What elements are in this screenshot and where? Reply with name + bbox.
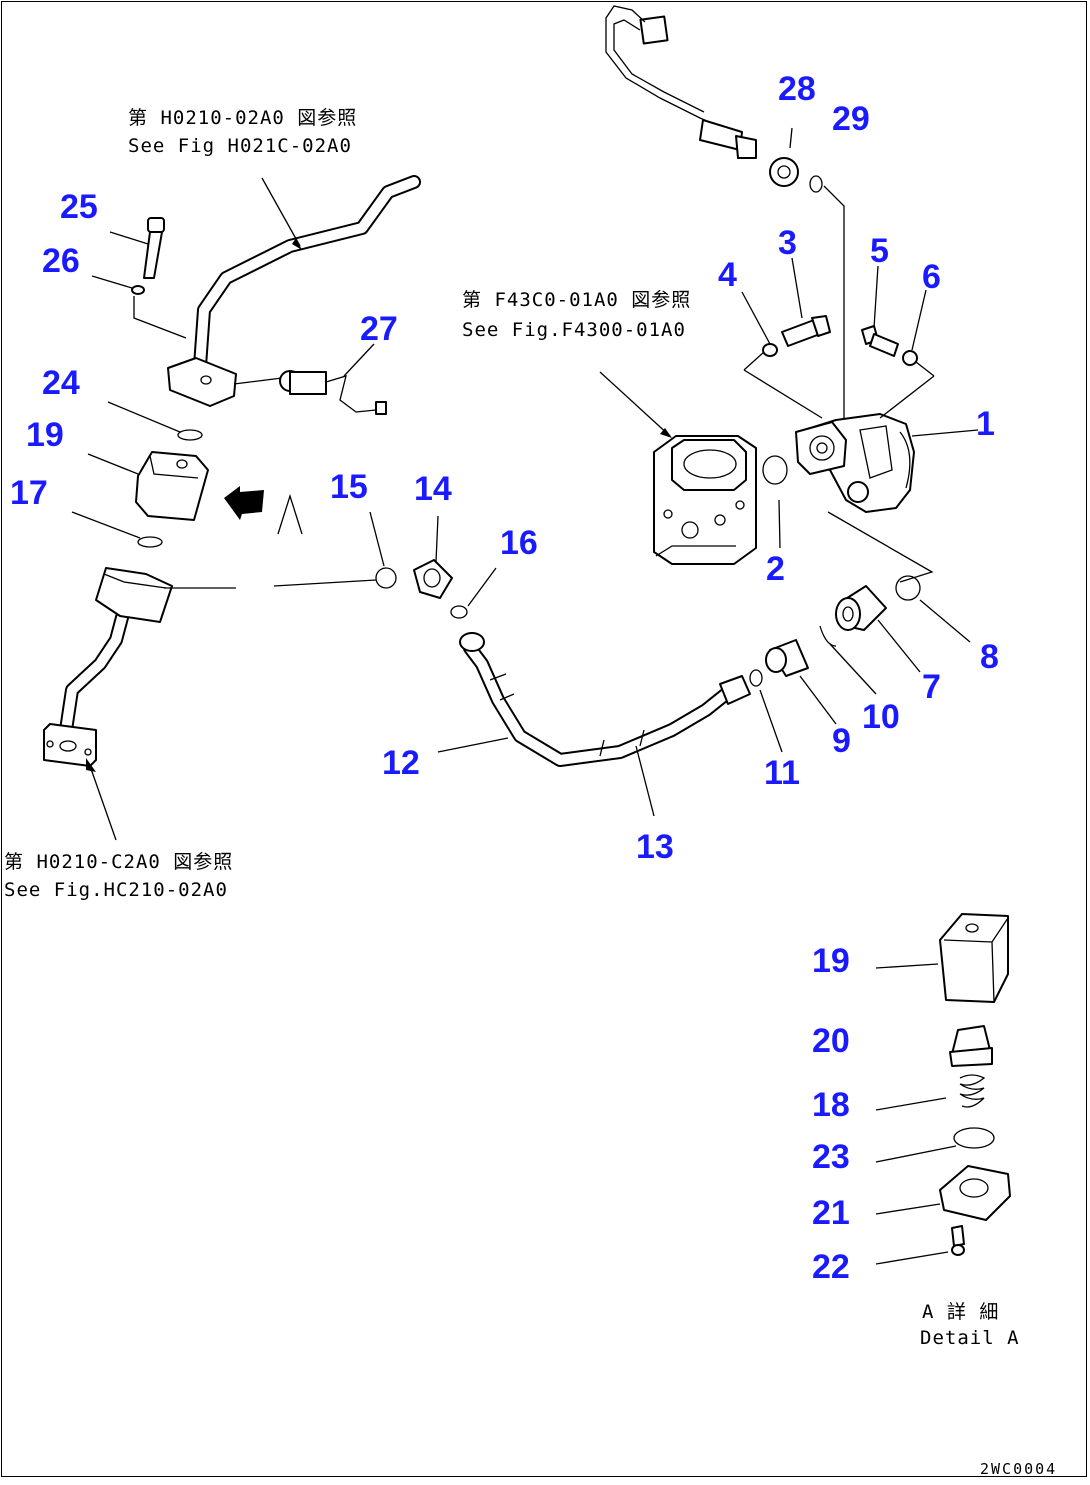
callout-6: 6	[922, 258, 941, 296]
callout-18: 18	[812, 1086, 850, 1124]
detail-label-jp: A 詳 細	[922, 1301, 999, 1323]
leader-center-ref	[599, 371, 671, 437]
leader-8	[827, 511, 934, 583]
part-9-fitting	[765, 639, 809, 677]
part-7-connector	[835, 585, 887, 631]
part-15-o-ring	[375, 567, 397, 589]
view-a-marker	[277, 493, 303, 535]
callout-13: 13	[636, 828, 674, 866]
leader-1	[911, 429, 979, 437]
detail-part-22-bolt	[951, 1225, 965, 1256]
callout-16: 16	[500, 524, 538, 562]
callout-numbers: 1 2 3 4 5 6 7 8 9 10 11 12 13 14 15 16 1…	[10, 70, 999, 1286]
part-14-fitting	[413, 559, 453, 599]
part-1-valve	[795, 413, 915, 513]
part-27-sensor	[233, 370, 387, 415]
callout-8: 8	[980, 638, 999, 676]
callout-22: 22	[812, 1248, 850, 1286]
callout-26: 26	[42, 242, 80, 280]
part-29-o-ring	[809, 175, 823, 193]
callout-3: 3	[778, 224, 797, 262]
ref-center-en: See Fig.F4300-01A0	[462, 319, 686, 341]
part-10-o-ring	[819, 625, 837, 647]
callout-24: 24	[42, 364, 80, 402]
ref-bottom-left-en: See Fig.HC210-02A0	[4, 879, 228, 901]
ref-center-jp: 第 F43C0-01A0 図参照	[462, 289, 691, 311]
part-8-o-ring	[895, 575, 921, 601]
callout-20: 20	[812, 1022, 850, 1060]
valve-block	[653, 435, 757, 565]
detail-label-en: Detail A	[920, 1327, 1020, 1349]
callout-29: 29	[832, 100, 870, 138]
part-24-gasket	[107, 401, 203, 441]
detail-part-20-spool	[949, 1025, 993, 1067]
callout-1: 1	[976, 405, 995, 443]
drawing-code: 2WC0004	[980, 1460, 1057, 1478]
callout-10: 10	[862, 698, 900, 736]
lower-left-pipe	[43, 567, 173, 767]
detail-part-18-spring	[959, 1074, 986, 1108]
detail-part-23-o-ring	[953, 1127, 995, 1149]
view-direction-arrow	[224, 486, 264, 520]
part-16-o-ring	[450, 605, 468, 619]
upper-left-pipe	[167, 175, 421, 407]
part-2-o-ring	[762, 455, 788, 485]
leader-bottom-left-ref	[89, 765, 117, 841]
callout-21: 21	[812, 1194, 850, 1232]
ref-bottom-left-jp: 第 H0210-C2A0 図参照	[4, 851, 233, 873]
part-28-nut	[769, 157, 799, 187]
callout-14: 14	[414, 470, 452, 508]
part-3-bolt	[781, 315, 831, 347]
callout-15: 15	[330, 468, 368, 506]
part-12-13-hose	[459, 632, 751, 767]
ref-top-left-en: See Fig H021C-02A0	[128, 135, 352, 157]
part-25-bolt	[143, 217, 165, 279]
detail-part-21-cover	[939, 1165, 1011, 1221]
part-5-bolt	[861, 325, 899, 357]
detail-part-19-block	[939, 913, 1009, 1003]
part-26-washer	[131, 285, 145, 295]
callout-7: 7	[922, 668, 941, 706]
arrow-center-ref	[660, 428, 672, 438]
leader-top-left-ref	[261, 177, 301, 247]
callout-leaders	[87, 127, 971, 1265]
leader-15-right	[273, 579, 377, 587]
callout-25: 25	[60, 188, 98, 226]
reference-notes: 第 H0210-02A0 図参照 See Fig H021C-02A0 第 F4…	[4, 107, 1057, 1478]
sensor-harness	[605, 5, 757, 159]
ref-top-left-jp: 第 H0210-02A0 図参照	[128, 107, 357, 129]
leader-bolts-left	[743, 369, 823, 419]
callout-4: 4	[718, 256, 737, 294]
callout-2: 2	[766, 550, 785, 588]
callout-9: 9	[832, 722, 851, 760]
callout-19-left: 19	[26, 416, 64, 454]
part-19-block	[135, 451, 209, 521]
callout-19-detail: 19	[812, 942, 850, 980]
callout-12: 12	[382, 744, 420, 782]
callout-5: 5	[870, 232, 889, 270]
callout-28: 28	[778, 70, 816, 108]
leader-25-26	[133, 296, 187, 339]
part-11-o-ring	[749, 669, 763, 687]
callout-17: 17	[10, 474, 48, 512]
callout-23: 23	[812, 1138, 850, 1176]
leader-29	[823, 185, 845, 470]
callout-11: 11	[764, 754, 800, 792]
callout-27: 27	[360, 310, 398, 348]
part-17-gasket	[71, 511, 163, 548]
part-6-washer	[902, 350, 918, 366]
